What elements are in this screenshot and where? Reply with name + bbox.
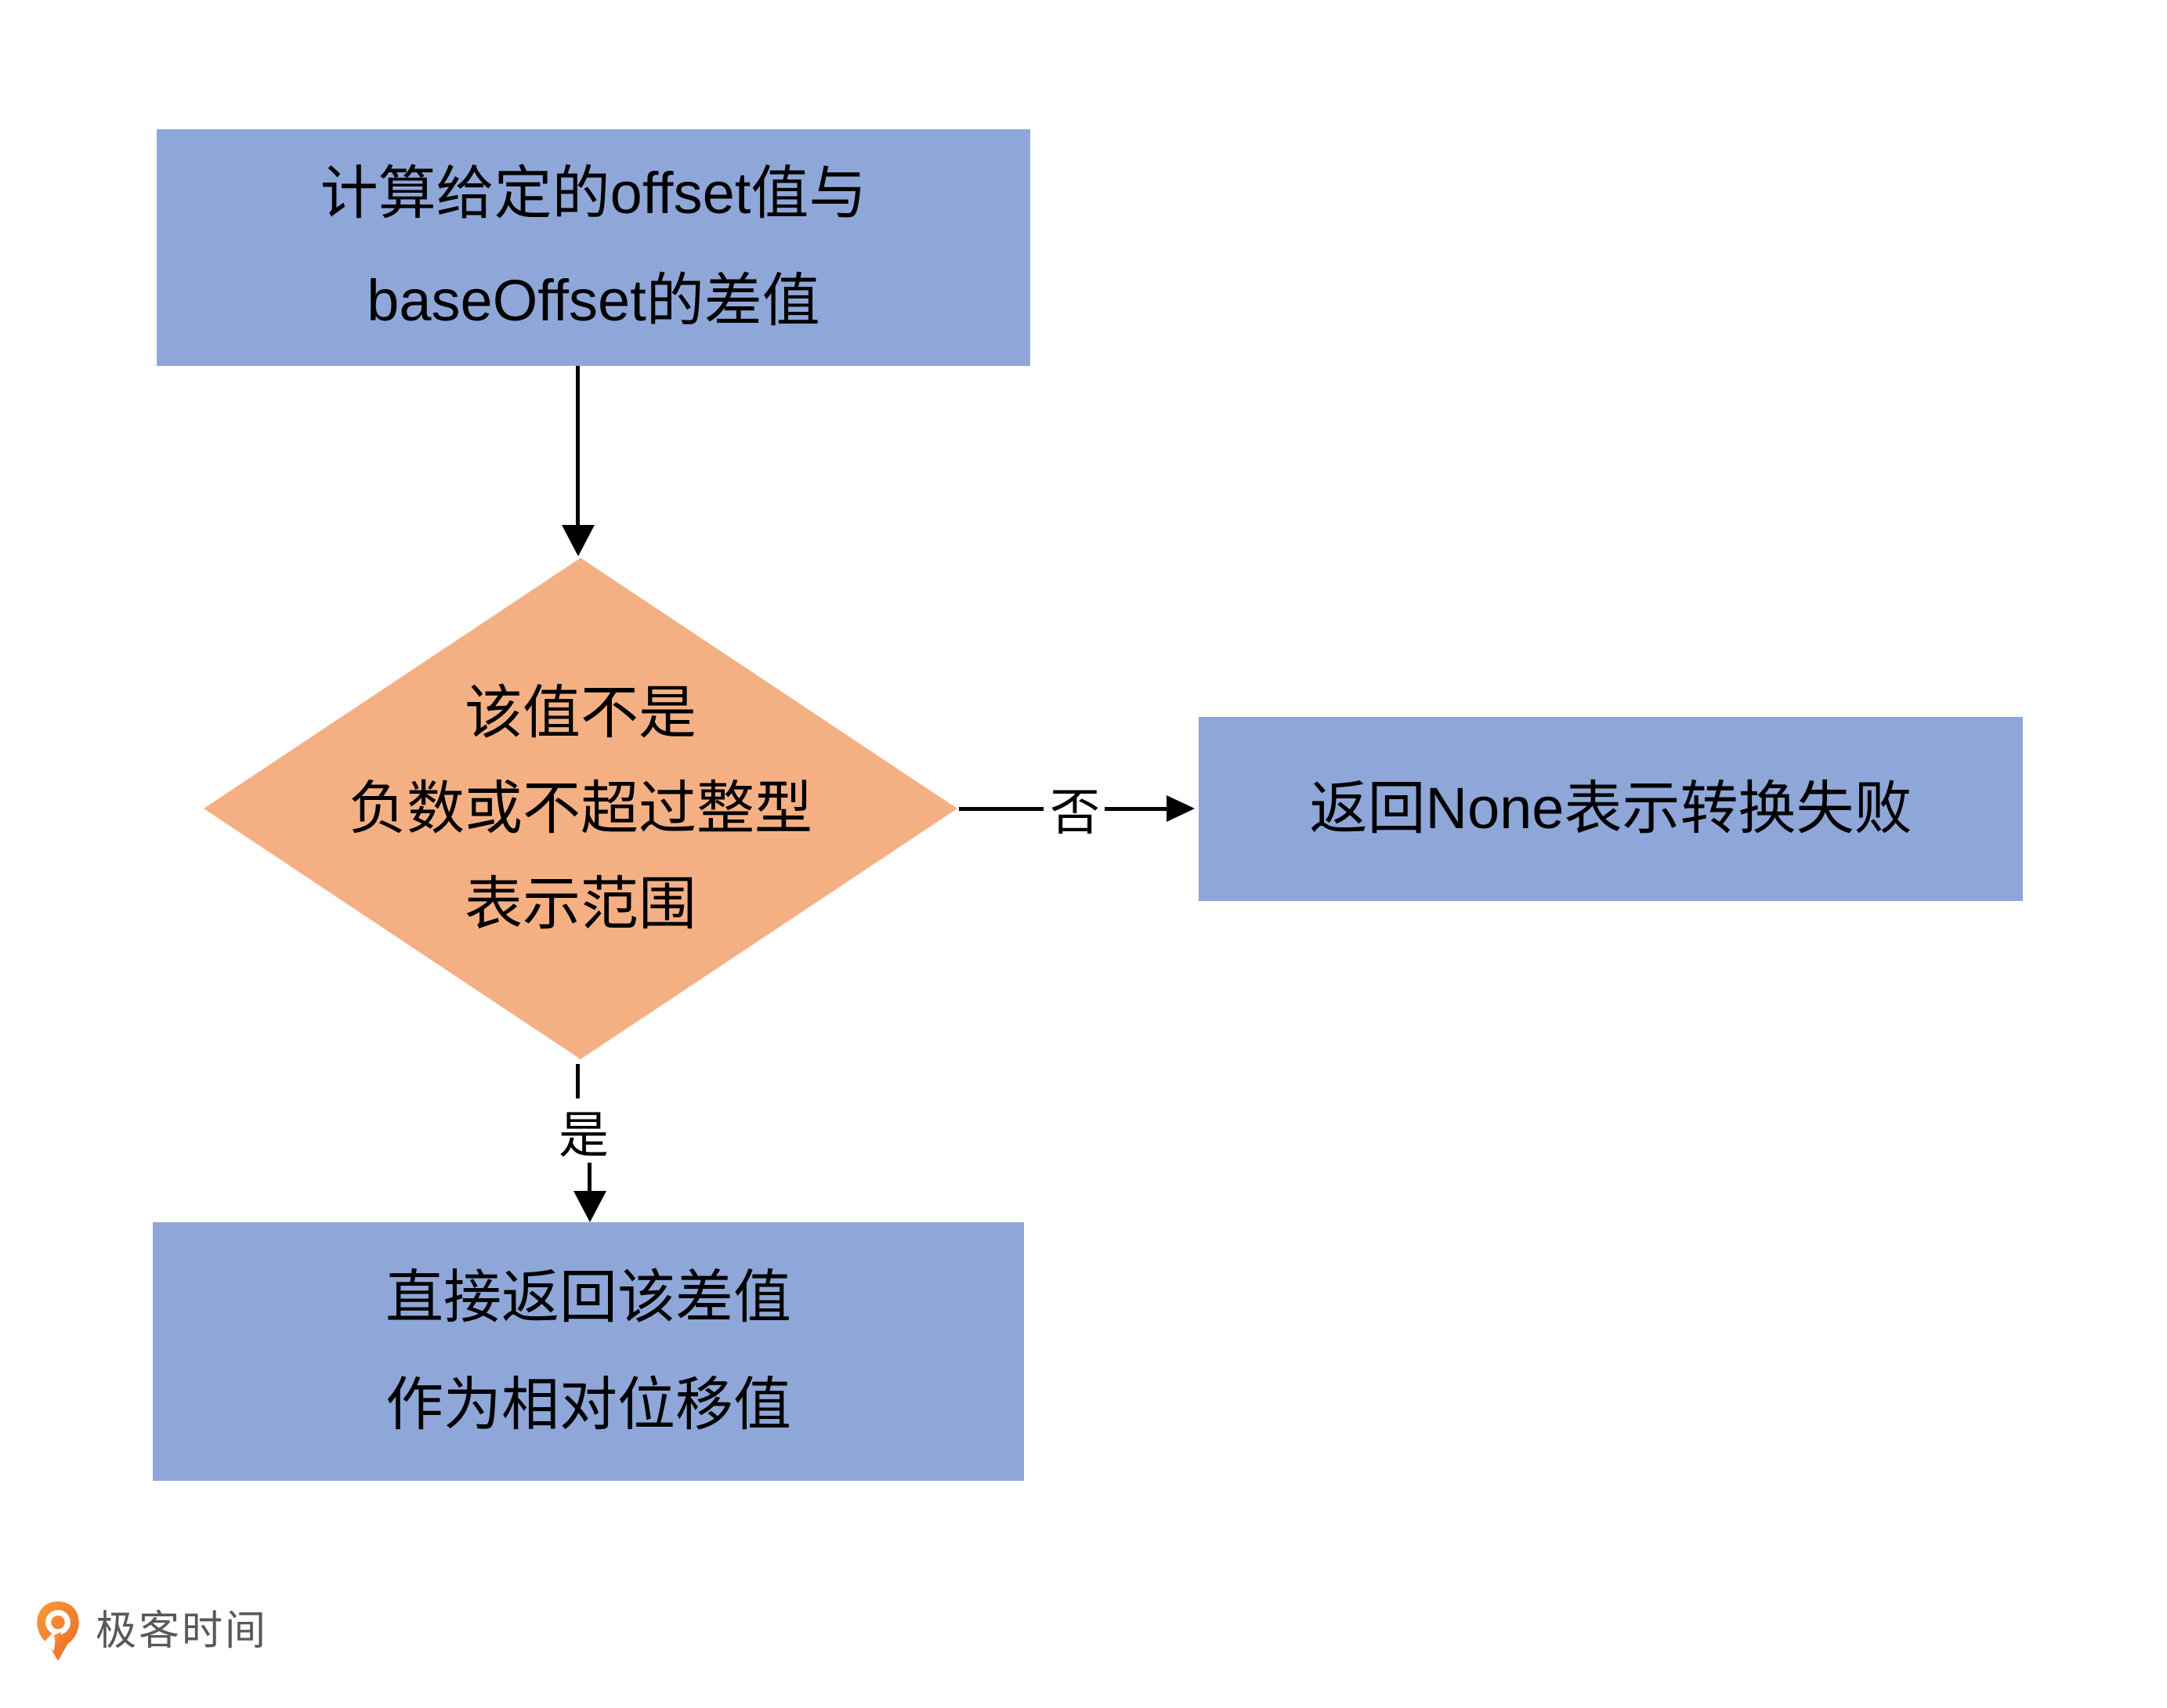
geektime-pin-icon: [37, 1601, 79, 1661]
edge-no-segment1: [959, 807, 1047, 811]
node-no-text: 返回None表示转换失败: [1309, 776, 1912, 841]
arrowhead-down-icon: [562, 525, 595, 556]
node-no-box: 返回None表示转换失败: [1199, 717, 2023, 901]
decision-line1: 该值不是: [465, 679, 696, 745]
edge-yes-segment: [588, 1163, 591, 1192]
edge-label-yes: 是: [552, 1100, 615, 1163]
node-start-box: 计算给定的offset值与 baseOffset的差值: [157, 129, 1030, 366]
edge-start-to-decision: [576, 366, 580, 527]
node-decision-diamond: 该值不是 负数或不超过整型 表示范围: [204, 558, 957, 1059]
edge-no-segment2: [1105, 807, 1167, 811]
arrowhead-right-icon: [1167, 795, 1195, 822]
edge-label-no: 否: [1044, 777, 1106, 841]
node-start-line2: baseOffset的差值: [367, 268, 820, 333]
edge-yes-stub: [576, 1064, 580, 1098]
node-yes-box: 直接返回该差值 作为相对位移值: [153, 1222, 1024, 1481]
node-yes-line1: 直接返回该差值: [385, 1265, 791, 1330]
geektime-logo-text: 极客时间: [96, 1608, 269, 1654]
decision-line2: 负数或不超过整型: [349, 775, 812, 841]
geektime-logo: 极客时间: [34, 1600, 268, 1663]
decision-line3: 表示范围: [465, 871, 696, 937]
arrowhead-down2-icon: [573, 1191, 606, 1222]
node-start-line1: 计算给定的offset值与: [320, 161, 867, 226]
node-yes-line2: 作为相对位移值: [385, 1372, 791, 1437]
